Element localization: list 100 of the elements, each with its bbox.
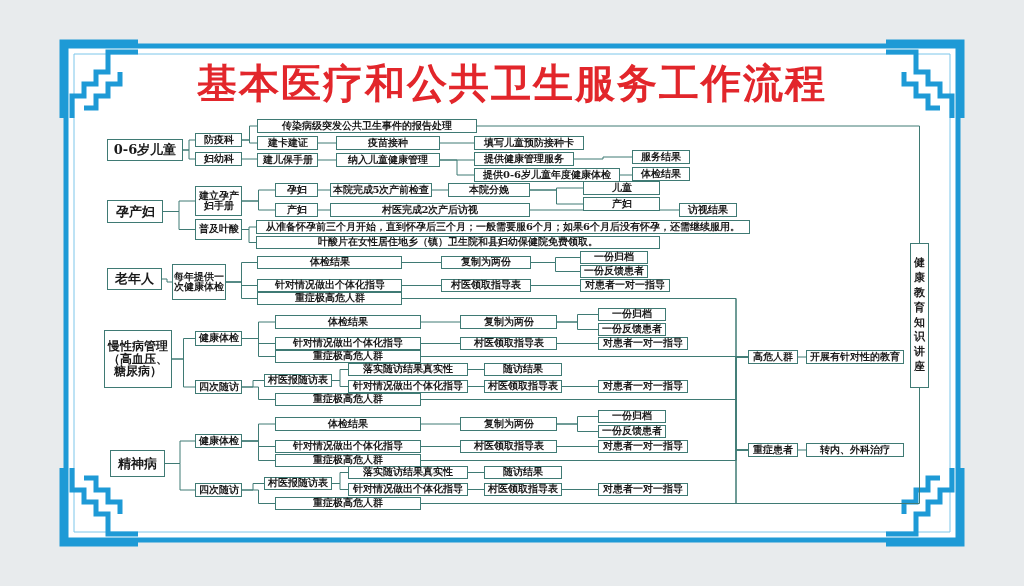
connector-line xyxy=(317,142,337,144)
process-box: 服务结果 xyxy=(632,150,690,164)
connector-line xyxy=(401,285,442,286)
process-box: 对患者一对一指导 xyxy=(580,279,670,292)
process-box: 体检结果 xyxy=(632,167,690,181)
process-box: 一份归档 xyxy=(598,410,666,423)
connector-line xyxy=(467,489,485,490)
connector-line xyxy=(529,189,584,205)
process-box: 体检结果 xyxy=(275,315,421,329)
process-box: 一份归档 xyxy=(598,308,666,321)
connector-line xyxy=(619,174,633,176)
process-box: 村医完成2次产后访视 xyxy=(330,203,530,217)
process-box: 村医报随访表 xyxy=(264,477,332,490)
connector-line xyxy=(241,200,276,211)
connector-line xyxy=(530,285,581,286)
process-box: 村医报随访表 xyxy=(264,374,332,387)
process-box: 体检结果 xyxy=(257,256,402,269)
connector-line xyxy=(561,386,599,387)
process-box: 精神病 xyxy=(110,450,165,477)
process-box: 村医领取指导表 xyxy=(460,440,557,453)
process-box: 落实随访结果真实性 xyxy=(348,363,468,376)
process-box: 针对情况做出个体化指导 xyxy=(348,483,468,496)
process-box: 一份反馈患者 xyxy=(580,265,648,278)
connector-line xyxy=(401,262,442,263)
process-box: 建立孕产妇手册 xyxy=(195,186,242,216)
process-box: 孕产妇 xyxy=(107,200,163,223)
process-box: 重症极高危人群 xyxy=(257,292,402,305)
process-box: 健康体检 xyxy=(195,434,242,448)
process-box: 高危人群 xyxy=(748,350,798,364)
connector-line xyxy=(225,281,258,299)
connector-line xyxy=(431,189,449,191)
connector-line xyxy=(241,338,276,357)
process-box: 转内、外科治疗 xyxy=(806,443,904,457)
process-box: 一份归档 xyxy=(580,251,648,264)
process-box: 一份反馈患者 xyxy=(598,323,666,336)
connector-line xyxy=(556,423,599,432)
process-box: 落实随访结果真实性 xyxy=(348,466,468,479)
process-box: 针对情况做出个体化指导 xyxy=(348,380,468,393)
process-box: 产妇 xyxy=(275,203,318,217)
connector-line xyxy=(161,278,173,283)
connector-line xyxy=(467,472,485,473)
process-box: 村医领取指导表 xyxy=(484,380,562,393)
process-box: 填写儿童预防接种卡 xyxy=(474,136,584,150)
process-box: 针对情况做出个体化指导 xyxy=(275,440,421,453)
connector-line xyxy=(241,440,276,461)
process-box: 妇幼科 xyxy=(195,152,242,166)
connector-line xyxy=(241,489,276,504)
process-box: 疫苗接种 xyxy=(336,136,440,150)
process-box: 四次随访 xyxy=(195,380,242,394)
process-box: 复制为两份 xyxy=(441,256,531,269)
connector-line xyxy=(182,149,196,160)
process-box: 从准备怀孕前三个月开始，直到怀孕后三个月；一般需要服6个月；如果6个月后没有怀孕，还需继续服用。 xyxy=(256,220,750,234)
process-box: 提供健康管理服务 xyxy=(474,152,574,166)
process-box: 产妇 xyxy=(583,197,660,211)
process-box: 每年提供一次健康体检 xyxy=(172,264,226,300)
connector-line xyxy=(317,209,331,211)
connector-line xyxy=(317,159,337,161)
connector-line xyxy=(556,321,599,330)
title: 基本医疗和公共卫生服务工作流程 xyxy=(196,59,828,108)
process-box: 开展有针对性的教育 xyxy=(806,350,904,364)
process-box: 对患者一对一指导 xyxy=(598,483,688,496)
connector-line xyxy=(317,189,331,191)
connector-line xyxy=(439,159,475,176)
process-box: 对患者一对一指导 xyxy=(598,380,688,393)
process-box: 建儿保手册 xyxy=(257,153,318,167)
process-box: 访视结果 xyxy=(679,203,737,217)
process-box: 对患者一对一指导 xyxy=(598,337,688,350)
connector-line xyxy=(556,446,599,447)
connector-line xyxy=(420,343,461,344)
process-box: 老年人 xyxy=(107,268,162,290)
process-box: 重症患者 xyxy=(748,443,798,457)
connector-line xyxy=(439,142,475,144)
connector-line xyxy=(171,358,196,388)
process-box: 叶酸片在女性居住地乡（镇）卫生院和县妇幼保健院免费领取。 xyxy=(256,236,660,249)
connector-line xyxy=(420,423,461,425)
process-box: 提供0-6岁儿童年度健康体检 xyxy=(474,168,620,182)
process-box: 本院分娩 xyxy=(448,183,530,197)
process-box: 普及叶酸 xyxy=(195,219,242,240)
process-box: 0-6岁儿童 xyxy=(107,139,183,161)
connector-line xyxy=(162,211,196,230)
process-box: 健康教育知识讲座 xyxy=(910,243,929,388)
process-box: 传染病级突发公共卫生事件的报告处理 xyxy=(257,119,477,133)
connector-line xyxy=(556,343,599,344)
process-box: 慢性病管理（高血压、糖尿病） xyxy=(104,330,172,388)
connector-line xyxy=(467,386,485,387)
process-box: 本院完成5次产前检查 xyxy=(330,183,432,197)
process-box: 随访结果 xyxy=(484,363,562,376)
connector-line xyxy=(420,321,461,323)
connector-line xyxy=(797,449,807,451)
connector-line xyxy=(420,446,461,447)
process-box: 村医领取指导表 xyxy=(460,337,557,350)
process-box: 重症极高危人群 xyxy=(275,497,421,510)
process-box: 随访结果 xyxy=(484,466,562,479)
process-box: 重症极高危人群 xyxy=(275,454,421,467)
connector-line xyxy=(530,262,581,272)
connector-line xyxy=(241,158,258,160)
process-box: 孕妇 xyxy=(275,183,318,197)
process-box: 针对情况做出个体化指导 xyxy=(275,337,421,350)
process-box: 复制为两份 xyxy=(460,315,557,329)
process-box: 防疫科 xyxy=(195,133,242,147)
